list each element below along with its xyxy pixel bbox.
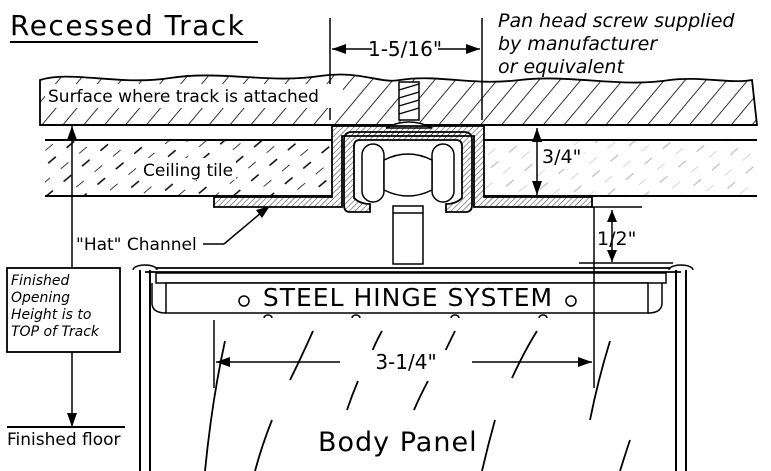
hat-channel-label: "Hat" Channel xyxy=(76,235,197,255)
finished-floor: Finished floor xyxy=(7,426,125,450)
steel-hinge-strip: STEEL HINGE SYSTEM xyxy=(151,272,667,319)
track-depth-label: 3/4" xyxy=(542,146,581,168)
hanger-stem xyxy=(392,205,424,265)
diagram-title: Recessed Track xyxy=(10,9,245,42)
screw-note-line-2: by manufacturer xyxy=(498,33,658,55)
door-panel-frame xyxy=(132,264,694,471)
opening-note-line-4: TOP of Track xyxy=(11,324,100,340)
screw-note-line-1: Pan head screw supplied xyxy=(498,10,735,32)
gap-label: 1/2" xyxy=(597,228,636,250)
hinge-width-label: 3-1/4" xyxy=(375,350,436,374)
ceiling-tile-left: Ceiling tile xyxy=(45,139,332,197)
opening-note-line-2: Opening xyxy=(11,290,70,306)
ceiling-tile-label: Ceiling tile xyxy=(143,161,233,181)
screw-note-line-3: or equivalent xyxy=(498,56,625,78)
opening-height-note: Finished Opening Height is to TOP of Tra… xyxy=(6,267,121,353)
ceiling-tile-right xyxy=(484,139,757,197)
body-panel-label: Body Panel xyxy=(318,427,478,458)
surface-label: Surface where track is attached xyxy=(48,87,319,107)
gap-dimension: 1/2" xyxy=(579,206,673,264)
track-depth-dimension: 3/4" xyxy=(532,128,584,195)
screw-spacing-label: 1-5/16" xyxy=(368,37,442,61)
hinge-system-label: STEEL HINGE SYSTEM xyxy=(263,283,553,312)
opening-note-line-1: Finished xyxy=(11,273,69,289)
screw-spacing-dimension: 1-5/16" xyxy=(329,18,483,120)
opening-note-line-3: Height is to xyxy=(11,307,91,323)
hat-channel-callout: "Hat" Channel xyxy=(76,206,270,255)
hinge-width-dimension: 3-1/4" xyxy=(213,207,595,388)
finished-floor-label: Finished floor xyxy=(7,430,121,450)
track xyxy=(343,131,473,213)
